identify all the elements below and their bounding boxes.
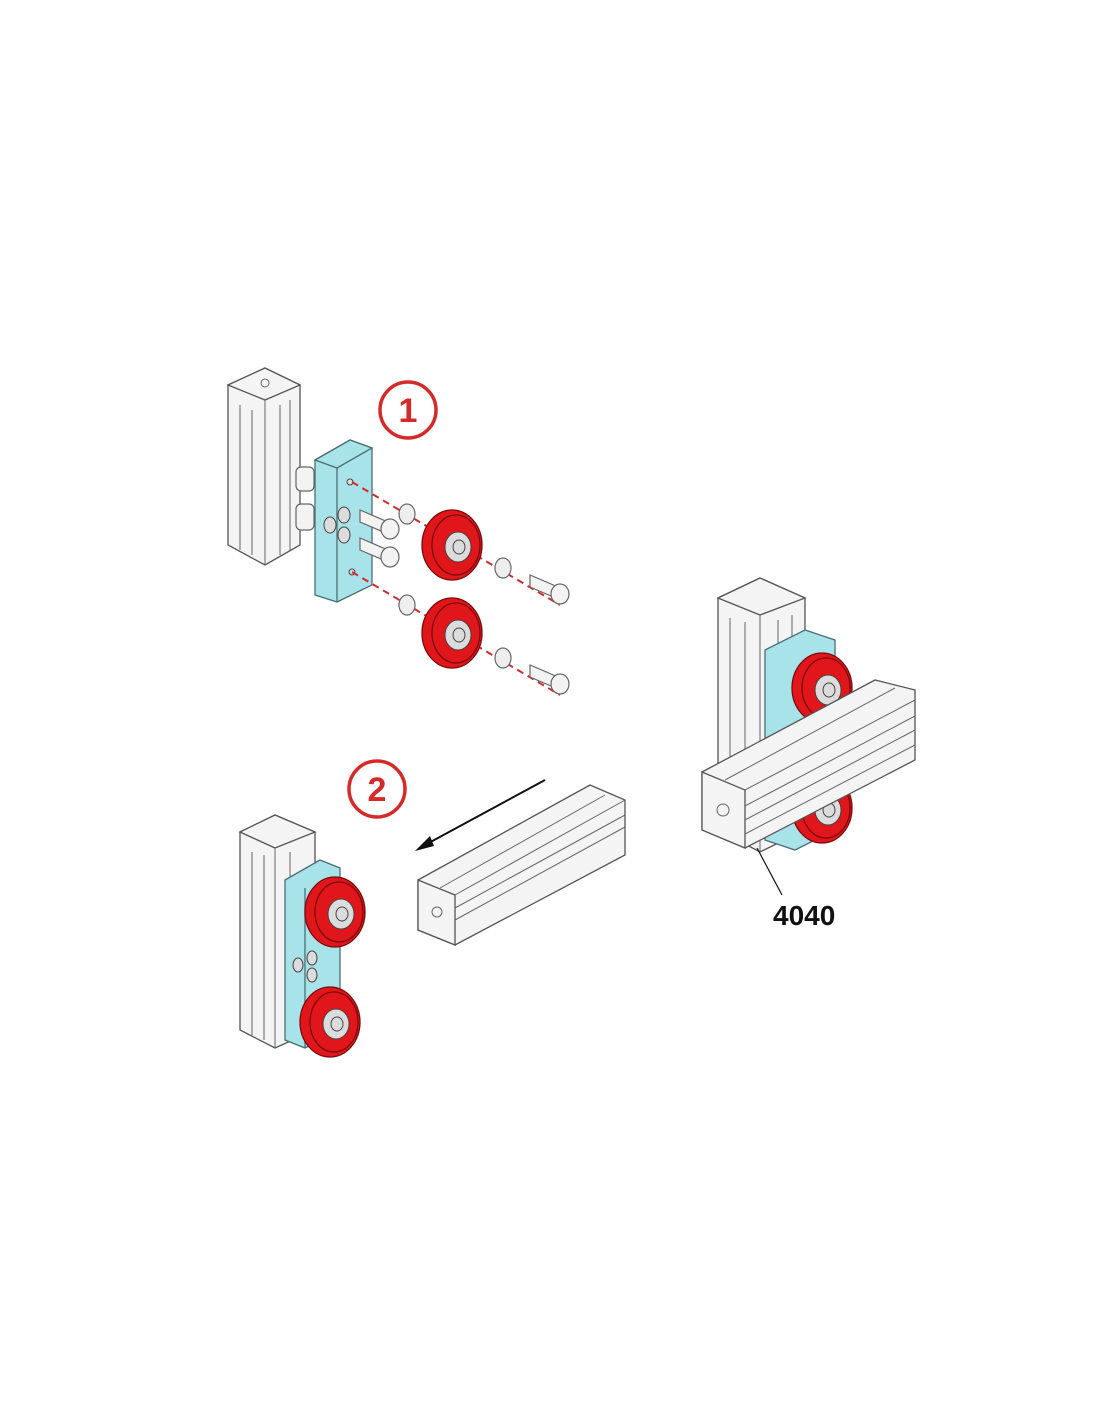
profile-size-label: 4040	[773, 900, 835, 931]
label-leader-line	[756, 847, 783, 896]
step-1-badge: 1	[378, 380, 438, 440]
v-wheel-bottom	[421, 597, 483, 669]
step-2-badge: 2	[347, 759, 407, 819]
washer	[398, 594, 416, 616]
step-1-exploded-view: 1	[226, 367, 570, 696]
horizontal-profile-4040	[417, 784, 626, 946]
step-2-slide-in-view: 2	[238, 759, 626, 1058]
t-nuts	[295, 466, 315, 531]
washer	[398, 503, 416, 525]
assembled-view: 4040	[701, 577, 916, 931]
blue-mounting-plate	[313, 439, 374, 603]
v-wheel-bottom	[299, 986, 361, 1058]
vertical-profile-4040	[226, 367, 302, 566]
slide-direction-arrow	[415, 779, 546, 851]
washer	[494, 557, 512, 579]
v-wheel-top	[421, 509, 483, 581]
step-1-number: 1	[399, 392, 418, 430]
v-wheel-top	[304, 876, 366, 948]
horizontal-profile-4040	[701, 679, 916, 849]
step-2-number: 2	[368, 771, 387, 809]
washer	[494, 647, 512, 669]
